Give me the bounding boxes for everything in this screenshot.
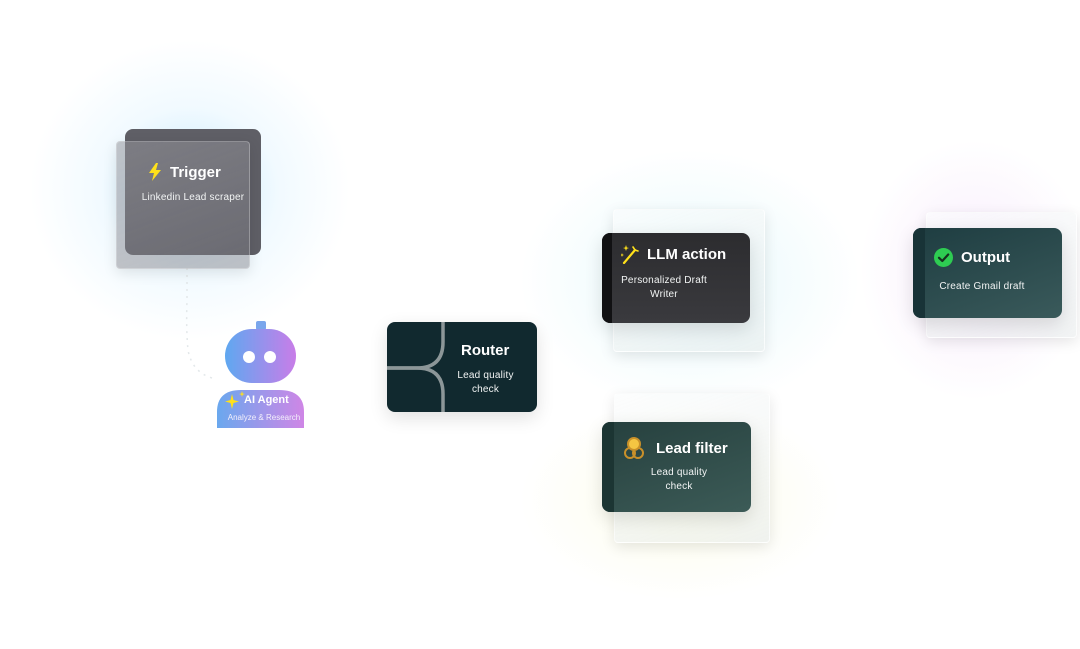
output-panel — [913, 228, 1062, 318]
lead-filter-panel — [602, 422, 751, 512]
trigger-title-row: Trigger — [148, 163, 221, 181]
trigger-subtitle: Linkedin Lead scraper — [141, 192, 245, 203]
coins-icon — [624, 437, 644, 459]
magic-wand-icon — [621, 245, 639, 264]
lightning-icon — [149, 163, 161, 181]
ai-agent-title: AI Agent — [244, 394, 289, 406]
output-title: Output — [961, 249, 1011, 266]
output-subtitle: Create Gmail draft — [939, 281, 1025, 292]
llm-action-title: LLM action — [647, 245, 727, 263]
robot-icon — [217, 321, 304, 428]
lead-filter-title: Lead filter — [656, 439, 728, 457]
lead-filter-title-row: Lead filter — [624, 437, 728, 459]
connector-trigger-agent — [185, 268, 213, 379]
llm-panel-edge — [602, 233, 612, 323]
router-title-row: Router — [461, 342, 509, 359]
trigger-title: Trigger — [170, 163, 221, 181]
filter-panel-edge — [602, 422, 614, 512]
output-panel-edge — [913, 228, 925, 318]
router-title: Router — [461, 342, 510, 359]
trigger-glass-panel — [116, 141, 250, 269]
ai-agent-subtitle: Analyze & Research — [227, 413, 301, 422]
output-title-row: Output — [934, 248, 1010, 267]
llm-action-subtitle: Personalized Draft Writer — [621, 275, 707, 300]
llm-title-row: LLM action — [621, 244, 726, 264]
router-panel — [387, 322, 537, 412]
lead-filter-subtitle: Lead quality check — [650, 467, 708, 492]
check-circle-icon — [934, 248, 953, 267]
router-subtitle: Lead quality check — [457, 370, 514, 395]
router-branch-lines — [387, 322, 445, 412]
